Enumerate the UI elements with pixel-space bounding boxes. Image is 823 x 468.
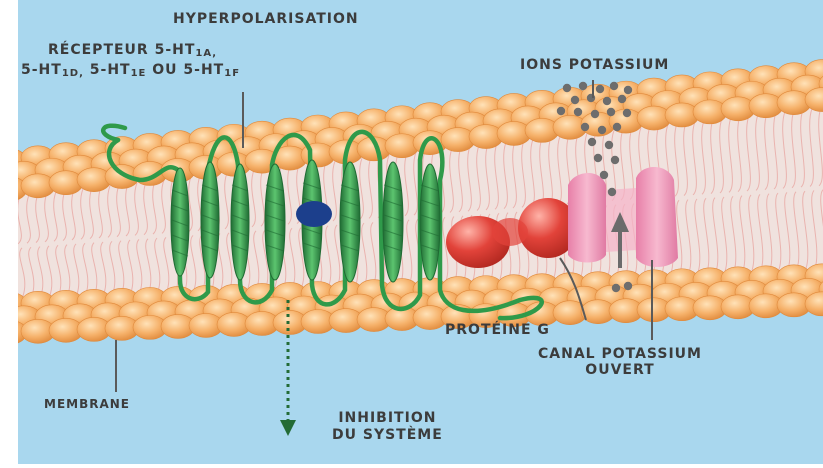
potassium-ion	[594, 154, 602, 162]
title-hyperpolarisation: HYPERPOLARISATION	[173, 12, 359, 27]
channel-label-line1: CANAL POTASSIUM	[538, 346, 702, 362]
helix-8	[420, 164, 440, 280]
receptor-label-line1: RÉCEPTEUR 5-HT1A,	[48, 42, 240, 62]
membrane-label: MEMBRANE	[44, 398, 130, 411]
potassium-ion	[591, 110, 599, 118]
channel-label: CANAL POTASSIUM OUVERT	[538, 346, 702, 378]
potassium-ion	[624, 282, 632, 290]
potassium-ion	[581, 123, 589, 131]
potassium-ion	[596, 85, 604, 93]
inhibition-label-line1: INHIBITION	[332, 410, 443, 427]
potassium-ion	[598, 126, 606, 134]
receptor-label-line2: 5-HT1D, 5-HT1E OU 5-HT1F	[21, 62, 240, 82]
ligand-dot	[296, 201, 332, 227]
potassium-ion	[611, 156, 619, 164]
inhibition-label-line2: DU SYSTÈME	[332, 427, 443, 444]
potassium-ion	[557, 107, 565, 115]
helix-7	[383, 162, 403, 282]
helix-3	[231, 164, 249, 280]
potassium-ion	[607, 108, 615, 116]
potassium-ion	[618, 95, 626, 103]
potassium-ion	[588, 138, 596, 146]
potassium-ion	[612, 284, 620, 292]
potassium-ion	[603, 97, 611, 105]
potassium-ion	[608, 188, 616, 196]
potassium-ion	[610, 82, 618, 90]
potassium-ion	[579, 82, 587, 90]
potassium-ion	[574, 108, 582, 116]
ions-label: IONS POTASSIUM	[520, 58, 669, 73]
channel-label-line2: OUVERT	[538, 362, 702, 378]
helix-4	[265, 164, 285, 280]
potassium-ion	[605, 141, 613, 149]
potassium-ion	[563, 84, 571, 92]
potassium-ion	[600, 171, 608, 179]
helix-6	[340, 162, 360, 282]
potassium-ion	[623, 109, 631, 117]
inhibition-label: INHIBITION DU SYSTÈME	[332, 410, 443, 444]
potassium-ion	[571, 96, 579, 104]
receptor-label: RÉCEPTEUR 5-HT1A, 5-HT1D, 5-HT1E OU 5-HT…	[48, 42, 240, 82]
protein-g-label: PROTÉINE G	[445, 323, 550, 338]
helix-1	[171, 168, 189, 276]
potassium-ion	[624, 86, 632, 94]
potassium-ion	[613, 123, 621, 131]
